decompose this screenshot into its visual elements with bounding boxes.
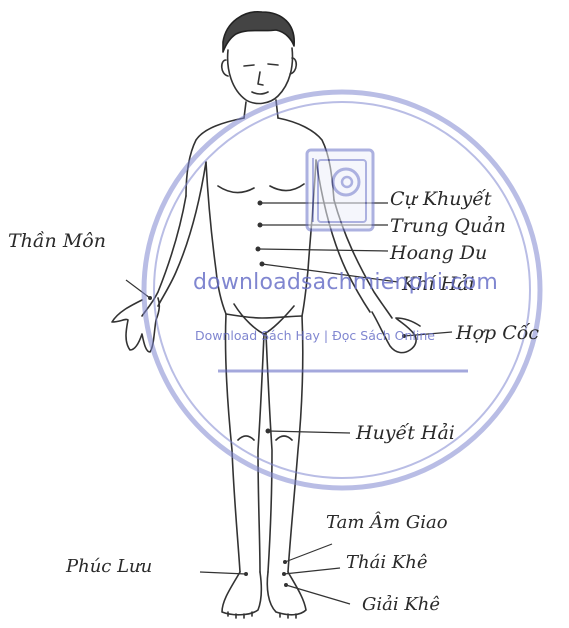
leader-tam-am-giao	[285, 544, 332, 562]
watermark-site-name: downloadsachmienphi.com	[193, 270, 498, 295]
label-than-mon: Thần Môn	[8, 230, 106, 252]
leader-hoang-du	[258, 249, 388, 251]
book-at-icon	[307, 150, 373, 230]
label-trung-quan: Trung Quản	[390, 215, 506, 237]
label-phuc-luu: Phúc Lưu	[66, 556, 152, 577]
label-giai-khe: Giải Khê	[362, 594, 440, 615]
watermark-tagline: Download Sách Hay | Đọc Sách Online	[195, 328, 435, 343]
leader-thai-khe	[284, 568, 340, 574]
label-hoang-du: Hoang Du	[390, 242, 487, 264]
label-tam-am-giao: Tam Âm Giao	[326, 512, 448, 533]
leader-huyet-hai	[268, 431, 350, 433]
leader-giai-khe	[286, 585, 350, 604]
label-cu-khuyet: Cự Khuyết	[390, 188, 492, 210]
label-thai-khe: Thái Khê	[346, 552, 428, 573]
label-hop-coc: Hợp Cốc	[456, 322, 539, 344]
label-huyet-hai: Huyết Hải	[356, 422, 455, 444]
